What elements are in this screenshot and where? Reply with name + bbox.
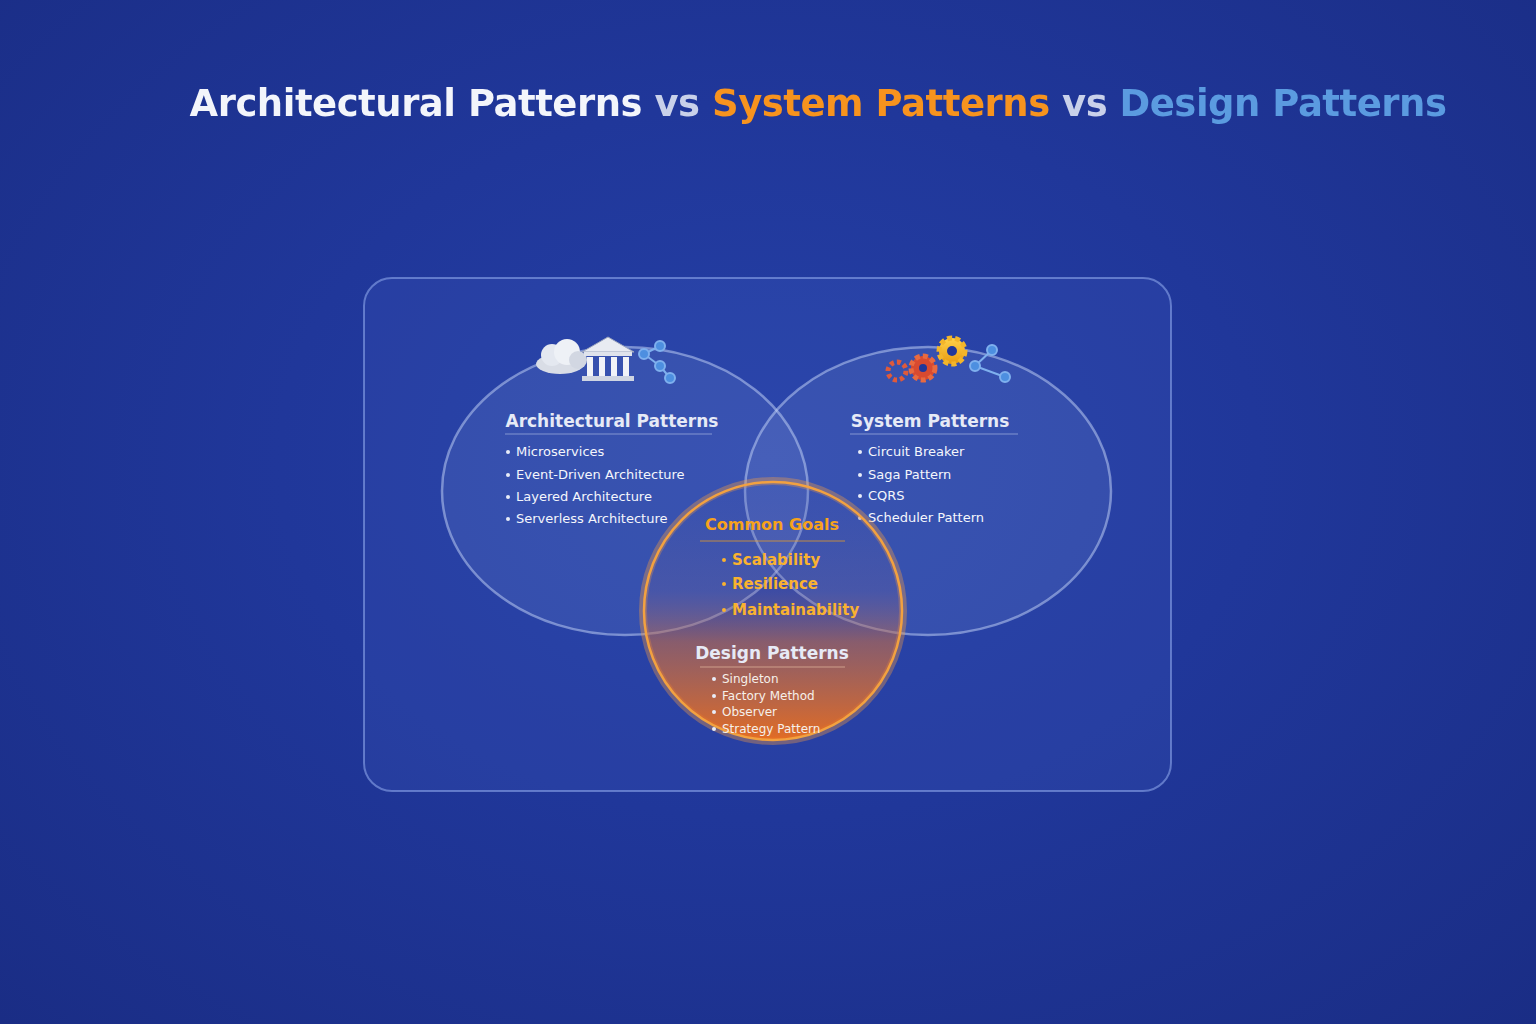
section-heading: Common Goals [662, 514, 882, 536]
bullet-dot [712, 677, 716, 681]
section-heading: Architectural Patterns [472, 409, 752, 433]
diagram-title: Architectural Patterns vs System Pattern… [118, 78, 1518, 130]
bullet-dot [722, 558, 726, 562]
bullet-dot [858, 473, 862, 477]
list-item: Strategy Pattern [722, 721, 882, 737]
bullet-dot [712, 710, 716, 714]
list-item: Resilience [732, 573, 892, 595]
heading-rule [850, 434, 1018, 435]
list-item: Scalability [732, 549, 892, 571]
list-item: Circuit Breaker [868, 443, 1068, 461]
list-item: CQRS [868, 487, 1068, 505]
list-item: Scheduler Pattern [868, 509, 1068, 527]
list-item: Factory Method [722, 688, 882, 704]
bullet-dot [722, 608, 726, 612]
list-item: Microservices [516, 443, 756, 461]
building-icon [582, 337, 634, 381]
section-heading: System Patterns [790, 409, 1070, 433]
glass-panel [364, 278, 1171, 791]
network-icon [970, 345, 1010, 382]
heading-underlines [505, 434, 1018, 667]
bullet-dot [506, 473, 510, 477]
network-icon [639, 341, 675, 383]
bullet-dot [858, 450, 862, 454]
heading-rule [700, 541, 845, 542]
list-item: Saga Pattern [868, 466, 1068, 484]
bullet-dot [712, 694, 716, 698]
section-heading: Design Patterns [672, 641, 872, 665]
gears-icon [888, 338, 965, 380]
heading-rule [700, 667, 845, 668]
bullet-dot [712, 727, 716, 731]
list-item: Observer [722, 704, 882, 720]
list-item: Singleton [722, 671, 882, 687]
cloud-icon [536, 339, 587, 374]
bullet-dot [506, 495, 510, 499]
bullet-dot [722, 582, 726, 586]
heading-rule [505, 434, 712, 435]
list-item: Maintainability [732, 599, 892, 621]
bullet-dot [858, 494, 862, 498]
design-circle: Common GoalsScalabilityResilienceMaintai… [642, 480, 904, 742]
bullet-dot [506, 517, 510, 521]
list-item: Event-Driven Architecture [516, 466, 756, 484]
bullet-dot [506, 450, 510, 454]
